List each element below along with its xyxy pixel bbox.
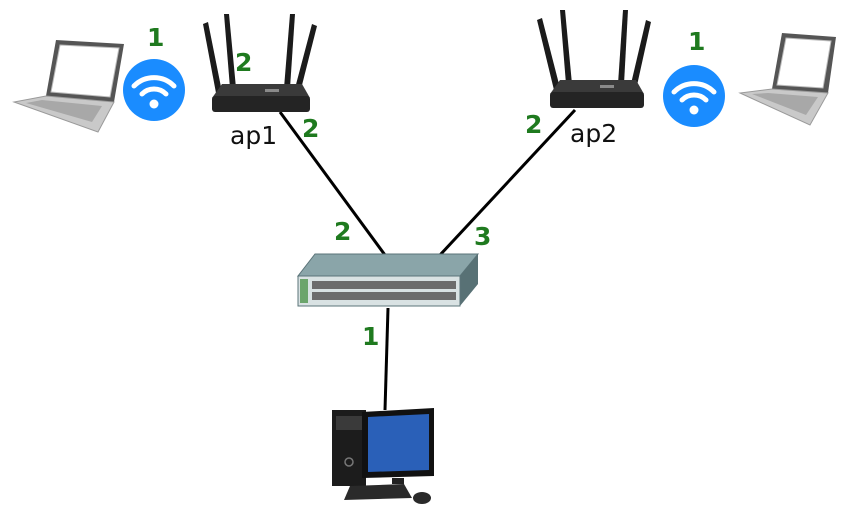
pc-tower-bays <box>336 416 362 430</box>
switch-status-leds <box>300 279 308 303</box>
laptop-screen <box>776 37 832 89</box>
port-label-wifi-right: 1 <box>688 27 705 56</box>
laptop-keys <box>752 93 818 115</box>
router-antennas <box>203 14 317 93</box>
router-led <box>600 85 614 88</box>
port-label-ap1-uplink: 2 <box>302 114 319 143</box>
laptop-right[interactable] <box>738 33 836 126</box>
port-label-switch-host: 1 <box>362 322 379 351</box>
monitor-screen <box>368 414 429 472</box>
port-label-switch-ap2: 3 <box>474 222 491 251</box>
router-top <box>550 80 644 94</box>
links <box>278 108 577 411</box>
switch-port-row-bottom <box>312 292 456 300</box>
pc-power-button <box>344 457 354 467</box>
mouse <box>413 492 431 504</box>
network-switch[interactable] <box>296 253 480 307</box>
port-label-ap2-uplink: 2 <box>525 110 542 139</box>
laptop-left[interactable] <box>12 40 124 133</box>
wifi-icon-right <box>663 65 725 127</box>
laptop-keys <box>26 100 102 122</box>
laptop-screen <box>50 44 120 98</box>
keyboard <box>344 484 412 500</box>
laptop-keyboard-base <box>12 95 115 133</box>
wifi-arc-outer <box>131 75 177 89</box>
port-label-ap1-antenna: 2 <box>235 48 252 77</box>
router-body <box>212 96 310 112</box>
router-ap2[interactable] <box>537 10 651 108</box>
wifi-icon-left <box>123 59 185 121</box>
ap2-label: ap2 <box>570 119 617 148</box>
wifi-arc-mid <box>679 92 709 103</box>
link-ap2-switch <box>438 108 577 257</box>
router-led <box>265 89 279 92</box>
switch-port-row-top <box>312 281 456 289</box>
wifi-arc-mid <box>139 86 169 97</box>
desktop-host[interactable] <box>332 408 434 504</box>
router-ap1[interactable] <box>203 14 317 112</box>
link-switch-host <box>383 307 390 411</box>
wifi-dot <box>689 105 699 115</box>
wifi-dot <box>149 99 159 109</box>
ap1-label: ap1 <box>230 121 277 150</box>
router-top <box>212 84 310 98</box>
router-body <box>550 92 644 108</box>
wifi-arc-outer <box>671 81 717 95</box>
switch-top <box>296 253 480 277</box>
link-ap1-switch <box>278 111 387 256</box>
router-antennas <box>537 10 651 90</box>
monitor-stand <box>392 478 404 484</box>
switch-front <box>297 275 461 307</box>
port-label-switch-ap1: 2 <box>334 217 351 246</box>
switch-side <box>460 254 478 306</box>
port-label-wifi-left: 1 <box>147 23 164 52</box>
